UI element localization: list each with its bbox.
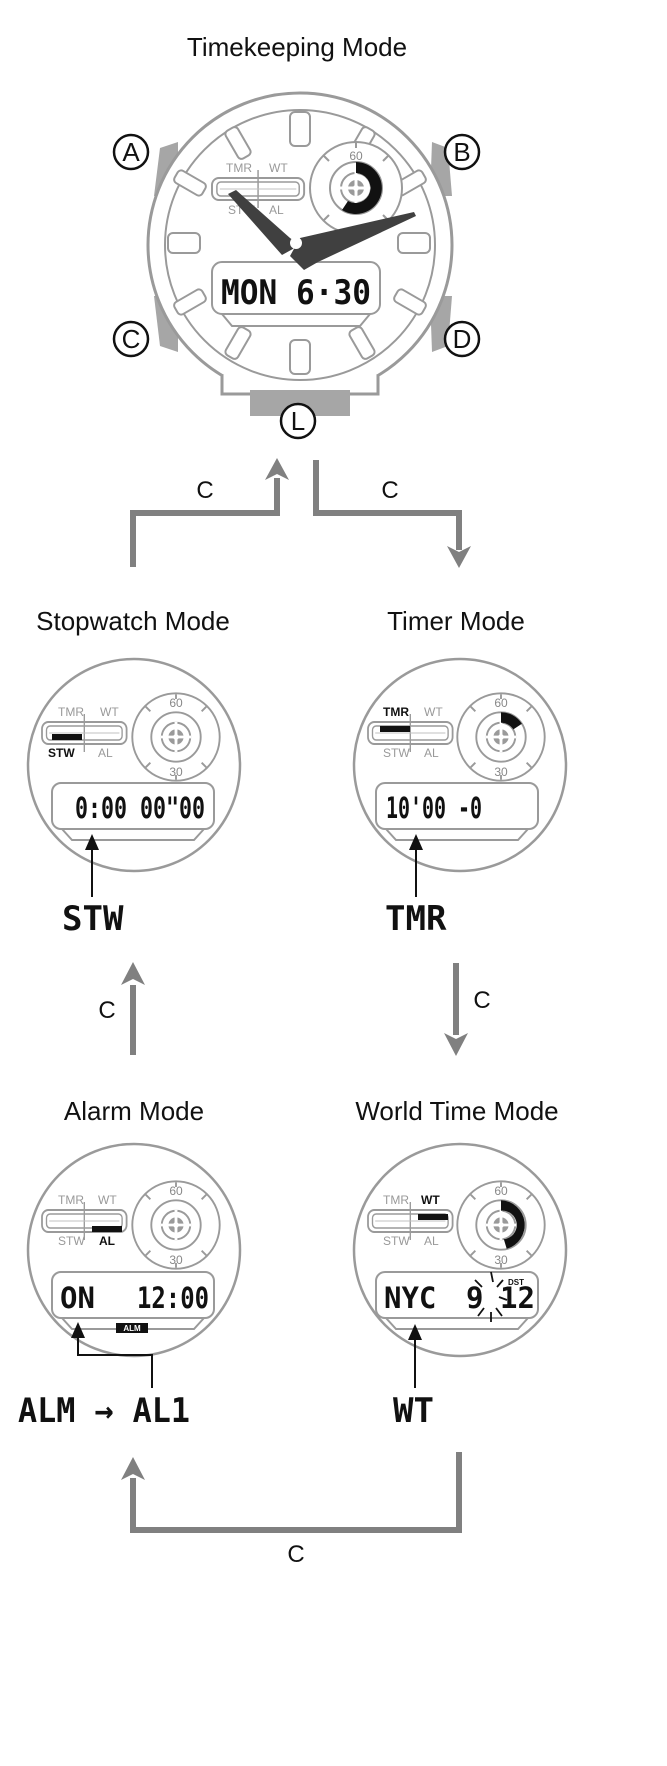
minute-hand — [290, 212, 416, 270]
wt-label-wt: WT — [421, 1193, 440, 1207]
arrowhead-up-top — [265, 458, 289, 480]
lcd-alarm — [51, 1271, 215, 1319]
lcd-timer — [375, 782, 539, 830]
lcd-text-worldtime-hour: 9 — [466, 1281, 483, 1315]
watch-alarm: TMR WT STW AL 60 30 ON 12:00 ALM — [26, 1142, 242, 1358]
stw-subdial-30: 30 — [169, 765, 183, 779]
arrow-worldtime-to-alarm — [130, 1452, 462, 1533]
button-l-label: L — [291, 406, 305, 436]
button-c-label: C — [122, 324, 141, 354]
button-l[interactable]: L — [279, 402, 317, 440]
wt-subdial-60: 60 — [494, 1184, 508, 1198]
watch-timekeeping: TMR WT STW AL 60 MON 6·30 — [146, 91, 454, 416]
tmr-label-wt: WT — [424, 705, 443, 719]
tmr-subdial-30: 30 — [494, 765, 508, 779]
stw-label-tmr: TMR — [58, 705, 84, 719]
lcd-text-stopwatch: 0:00 00"00 — [75, 791, 205, 825]
alm-label-al: AL — [99, 1234, 115, 1248]
watch-stopwatch: TMR WT STW AL 60 30 0:00 00"00 — [26, 657, 242, 873]
stw-label-al: AL — [98, 746, 113, 760]
button-b[interactable]: B — [443, 133, 481, 171]
subdial-60: 60 — [349, 149, 363, 163]
lcd-text-timekeeping: MON 6·30 — [221, 273, 371, 313]
label-wt: WT — [269, 161, 288, 175]
mode-code-timer: TMR — [385, 899, 447, 939]
mode-code-alarm: ALM → AL1 — [18, 1391, 190, 1431]
button-c[interactable]: C — [112, 320, 150, 358]
lcd-text-worldtime-city: NYC — [384, 1281, 436, 1315]
lcd-stopwatch — [51, 782, 215, 830]
label-tmr: TMR — [226, 161, 252, 175]
title-worldtime: World Time Mode — [355, 1096, 558, 1126]
mode-code-worldtime: WT — [393, 1391, 434, 1431]
tmr-label-tmr: TMR — [383, 705, 409, 719]
wt-label-stw: STW — [383, 1234, 410, 1248]
alm-label-stw: STW — [58, 1234, 85, 1248]
label-al: AL — [269, 203, 284, 217]
pointer-alm — [77, 1330, 153, 1388]
alm-badge — [116, 1323, 148, 1333]
tmr-label-stw: STW — [383, 746, 410, 760]
flow-label-c-5: C — [287, 1541, 304, 1568]
alm-label-tmr: TMR — [58, 1193, 84, 1207]
stw-label-wt: WT — [100, 705, 119, 719]
alm-subdial-30: 30 — [169, 1253, 183, 1267]
button-d-label: D — [453, 324, 472, 354]
alm-badge-text: ALM — [123, 1324, 141, 1333]
arrowhead-down-right — [447, 546, 471, 568]
lcd-text-alarm-right: 12:00 — [137, 1281, 209, 1315]
lcd-text-timer: 10'00 -0 — [386, 791, 482, 825]
title-timekeeping: Timekeeping Mode — [187, 32, 407, 62]
alm-subdial-60: 60 — [169, 1184, 183, 1198]
arrow-stopwatch-to-timekeeping — [130, 478, 280, 567]
tmr-subdial-60: 60 — [494, 696, 508, 710]
lcd-text-worldtime-min: 12 — [500, 1281, 535, 1315]
wt-subdial-30: 30 — [494, 1253, 508, 1267]
button-a[interactable]: A — [112, 133, 150, 171]
button-b-label: B — [453, 137, 470, 167]
title-timer: Timer Mode — [387, 606, 525, 636]
hour-hand — [228, 190, 300, 255]
flow-label-c-4: C — [473, 987, 490, 1014]
flow-label-c-3: C — [98, 997, 115, 1024]
tmr-label-al: AL — [424, 746, 439, 760]
flow-label-c-2: C — [381, 477, 398, 504]
button-d[interactable]: D — [443, 320, 481, 358]
flow-label-c-1: C — [196, 477, 213, 504]
lcd-worldtime — [375, 1271, 539, 1319]
watch-worldtime: TMR WT STW AL 60 30 NYC 9 12 DST — [352, 1142, 568, 1358]
stw-label-stw: STW — [48, 746, 75, 760]
wt-label-al: AL — [424, 1234, 439, 1248]
wt-label-tmr: TMR — [383, 1193, 409, 1207]
dst-indicator: DST — [508, 1278, 524, 1287]
hand-pivot — [290, 237, 302, 249]
title-alarm: Alarm Mode — [64, 1096, 204, 1126]
mode-code-stopwatch: STW — [62, 899, 124, 939]
button-a-label: A — [122, 137, 140, 167]
arrow-timekeeping-to-timer — [313, 460, 462, 550]
stw-subdial-60: 60 — [169, 696, 183, 710]
blink-marks — [472, 1271, 508, 1322]
title-stopwatch: Stopwatch Mode — [36, 606, 230, 636]
watch-timer: TMR WT STW AL 60 30 10'00 -0 — [352, 657, 568, 873]
lcd-text-alarm-left: ON — [60, 1281, 95, 1315]
alm-label-wt: WT — [98, 1193, 117, 1207]
